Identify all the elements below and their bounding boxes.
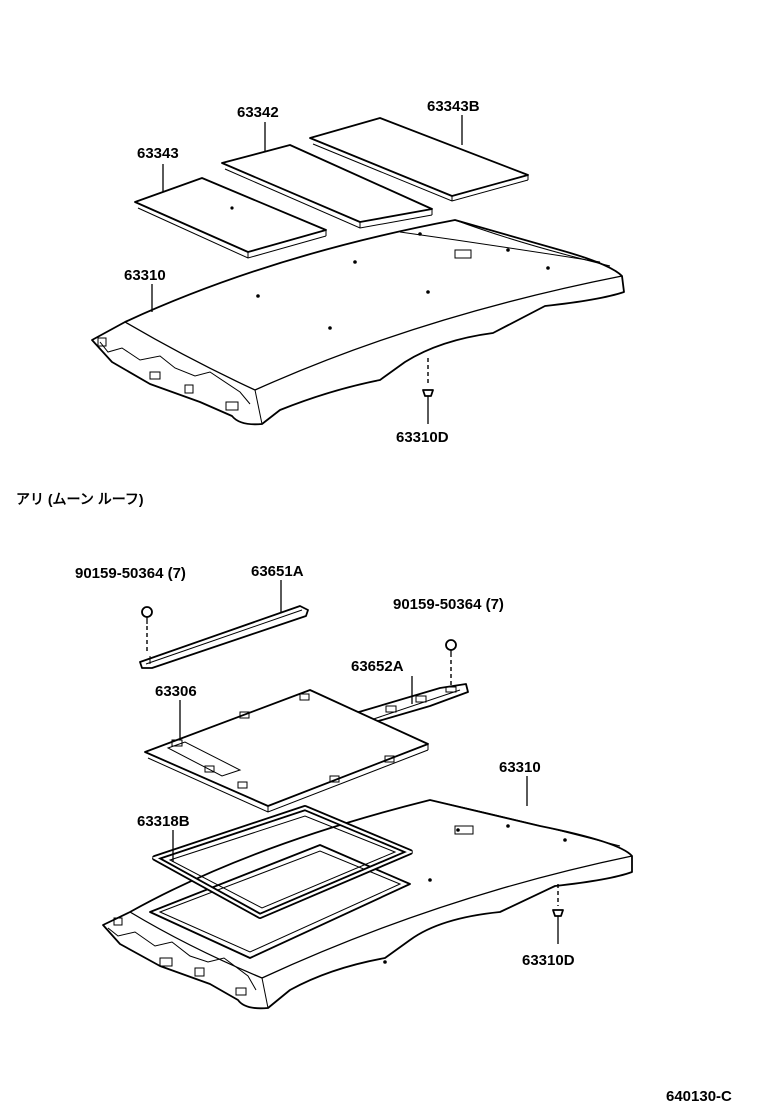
- label-screw-right: 90159-50364 (7): [393, 596, 504, 613]
- screw-left: [141, 606, 153, 654]
- clip-63310D-upper: [422, 358, 434, 424]
- clip-63310D-lower: [552, 884, 564, 944]
- section-caption: アリ (ムーン ルーフ): [16, 491, 144, 507]
- screw-right: [445, 639, 457, 686]
- silencer-pad-63343: [134, 177, 327, 259]
- label-63310D-upper: 63310D: [396, 429, 449, 446]
- silencer-pad-63342: [221, 144, 433, 229]
- label-63651A: 63651A: [251, 563, 304, 580]
- label-63306: 63306: [155, 683, 197, 700]
- sunshade-63306: [144, 689, 429, 813]
- label-63310D-lower: 63310D: [522, 952, 575, 969]
- label-63310-lower: 63310: [499, 759, 541, 776]
- upper-leaders: [151, 115, 463, 312]
- lower-leaders: [172, 580, 528, 862]
- diagram-code: 640130-C: [666, 1088, 732, 1105]
- rail-63651A: [139, 605, 309, 669]
- label-63310-upper: 63310: [124, 267, 166, 284]
- silencer-pad-63343B: [309, 117, 529, 202]
- label-63342: 63342: [237, 104, 279, 121]
- weatherstrip-63318B: [152, 805, 414, 919]
- roof-headliner-63310-upper: [91, 219, 625, 426]
- label-63343B: 63343B: [427, 98, 480, 115]
- lower-assembly: 90159-50364 (7) 63651A 90159-50364 (7) 6…: [75, 563, 633, 1010]
- upper-assembly: 63343 63342 63343B 63310 63310D: [91, 98, 625, 446]
- label-63318B: 63318B: [137, 813, 190, 830]
- label-screw-left: 90159-50364 (7): [75, 565, 186, 582]
- label-63343: 63343: [137, 145, 179, 162]
- label-63652A: 63652A: [351, 658, 404, 675]
